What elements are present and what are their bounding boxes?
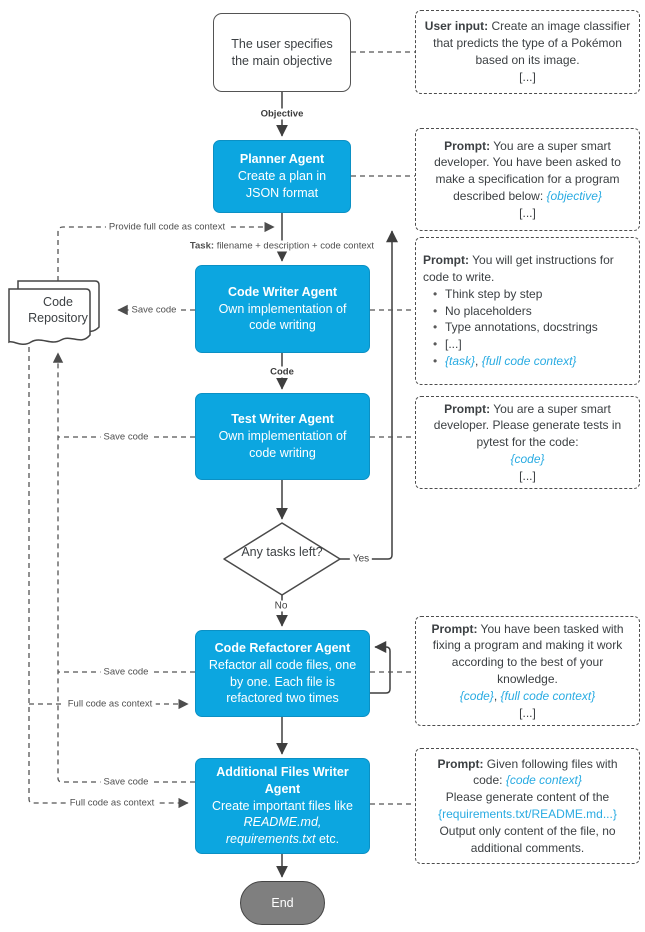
- full-code-context-label-2: Full code as context: [66, 797, 158, 809]
- bullet-icon: •: [433, 353, 438, 368]
- bullet-icon: •: [433, 337, 438, 352]
- provide-full-code-label: Provide full code as context: [105, 221, 229, 233]
- additional-files-agent-node: Additional Files Writer Agent Create imp…: [195, 758, 370, 854]
- code-repository-label: Code Repository: [28, 295, 88, 326]
- save-code-label-3: Save code: [100, 666, 152, 678]
- test-writer-agent-body: Own implementation of code writing: [218, 429, 347, 460]
- bullet-icon: •: [433, 286, 438, 301]
- test-writer-agent-node: Test Writer Agent Own implementation of …: [195, 393, 370, 480]
- bullet-icon: •: [433, 303, 438, 318]
- planner-agent-node: Planner Agent Create a plan in JSON form…: [213, 140, 351, 213]
- additional-files-agent-body: Create important files like README.md, r…: [211, 798, 354, 847]
- refactorer-prompt-annotation: Prompt: You have been tasked with fixing…: [415, 616, 640, 726]
- additional-files-prompt-annotation: Prompt: Given following files with code:…: [415, 748, 640, 864]
- objective-edge-label: Objective: [257, 108, 307, 120]
- code-refactorer-agent-title: Code Refactorer Agent: [214, 641, 351, 655]
- task-edge-label: Task: filename + description + code cont…: [186, 240, 378, 252]
- yes-edge-label: Yes: [349, 553, 373, 565]
- code-refactorer-agent-node: Code Refactorer Agent Refactor all code …: [195, 630, 370, 717]
- no-edge-label: No: [271, 600, 291, 612]
- code-edge-label: Code: [267, 366, 297, 378]
- additional-files-agent-title: Additional Files Writer Agent: [216, 765, 349, 796]
- planner-prompt-annotation: Prompt: You are a super smart developer.…: [415, 128, 640, 231]
- decision-diamond: [223, 522, 341, 596]
- end-node: End: [240, 881, 325, 925]
- decision-label: Any tasks left?: [241, 545, 323, 559]
- start-node-text: The user specifies the main objective: [231, 36, 333, 68]
- test-writer-agent-title: Test Writer Agent: [231, 412, 334, 427]
- start-node: The user specifies the main objective: [213, 13, 351, 92]
- yes-loop-arrow: [340, 230, 398, 560]
- user-input-annotation: User input: Create an image classifier t…: [415, 10, 640, 94]
- save-code-label-2: Save code: [100, 431, 152, 443]
- planner-agent-body: Create a plan in JSON format: [237, 169, 327, 200]
- test-writer-prompt-annotation: Prompt: You are a super smart developer.…: [415, 396, 640, 489]
- code-writer-agent-body: Own implementation of code writing: [218, 301, 347, 333]
- code-refactorer-agent-body: Refactor all code files, one by one. Eac…: [208, 657, 357, 706]
- code-writer-agent-node: Code Writer Agent Own implementation of …: [195, 265, 370, 353]
- bullet-icon: •: [433, 320, 438, 335]
- end-node-text: End: [271, 896, 294, 910]
- code-writer-prompt-annotation: Prompt: You will get instructions for co…: [415, 237, 640, 385]
- planner-agent-title: Planner Agent: [239, 152, 325, 167]
- full-code-context-label-1: Full code as context: [64, 698, 156, 710]
- prompt-connectors: [351, 51, 415, 805]
- refactor-self-loop: [370, 641, 391, 694]
- code-repository-shape: [8, 280, 100, 345]
- save-code-label-1: Save code: [128, 304, 180, 316]
- code-writer-agent-title: Code Writer Agent: [227, 284, 338, 299]
- save-code-label-4: Save code: [100, 776, 152, 788]
